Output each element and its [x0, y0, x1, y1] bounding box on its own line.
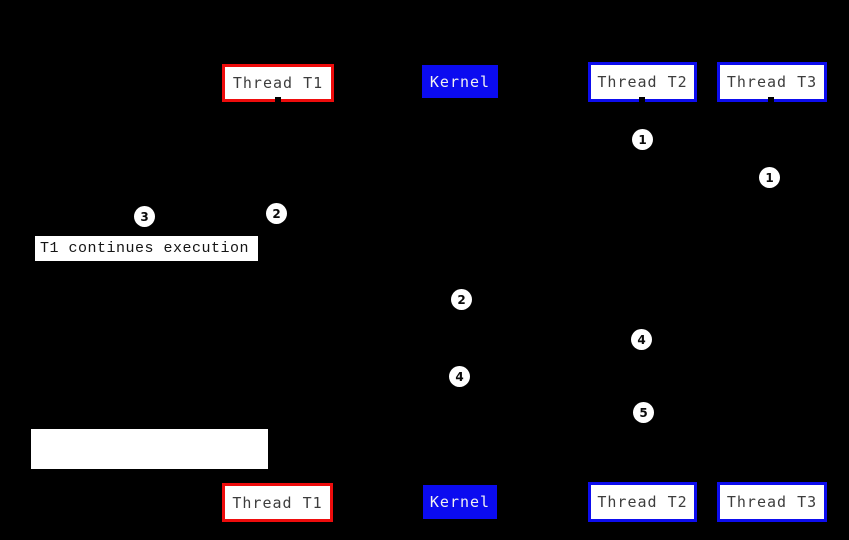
- step-marker: 5: [633, 402, 654, 423]
- thread-t2-box-bottom: Thread T2: [588, 482, 697, 522]
- annotation-t1-continues: T1 continues execution: [35, 236, 258, 261]
- step-marker: 2: [451, 289, 472, 310]
- thread-t3-box-bottom: Thread T3: [717, 482, 827, 522]
- step-marker: 1: [632, 129, 653, 150]
- thread-t3-box-top: Thread T3: [717, 62, 827, 102]
- step-marker: 4: [449, 366, 470, 387]
- step-marker: 3: [134, 206, 155, 227]
- thread-t1-box-bottom: Thread T1: [222, 483, 333, 522]
- lifeline-notch: [639, 97, 645, 103]
- thread-t1-box-top: Thread T1: [222, 64, 334, 102]
- step-marker: 4: [631, 329, 652, 350]
- kernel-box-top: Kernel: [422, 65, 498, 98]
- thread-t2-box-top: Thread T2: [588, 62, 697, 102]
- step-marker: 2: [266, 203, 287, 224]
- lifeline-notch: [275, 97, 281, 103]
- blank-label-box: [31, 429, 268, 469]
- lifeline-notch: [768, 97, 774, 103]
- kernel-box-bottom: Kernel: [423, 485, 497, 519]
- step-marker: 1: [759, 167, 780, 188]
